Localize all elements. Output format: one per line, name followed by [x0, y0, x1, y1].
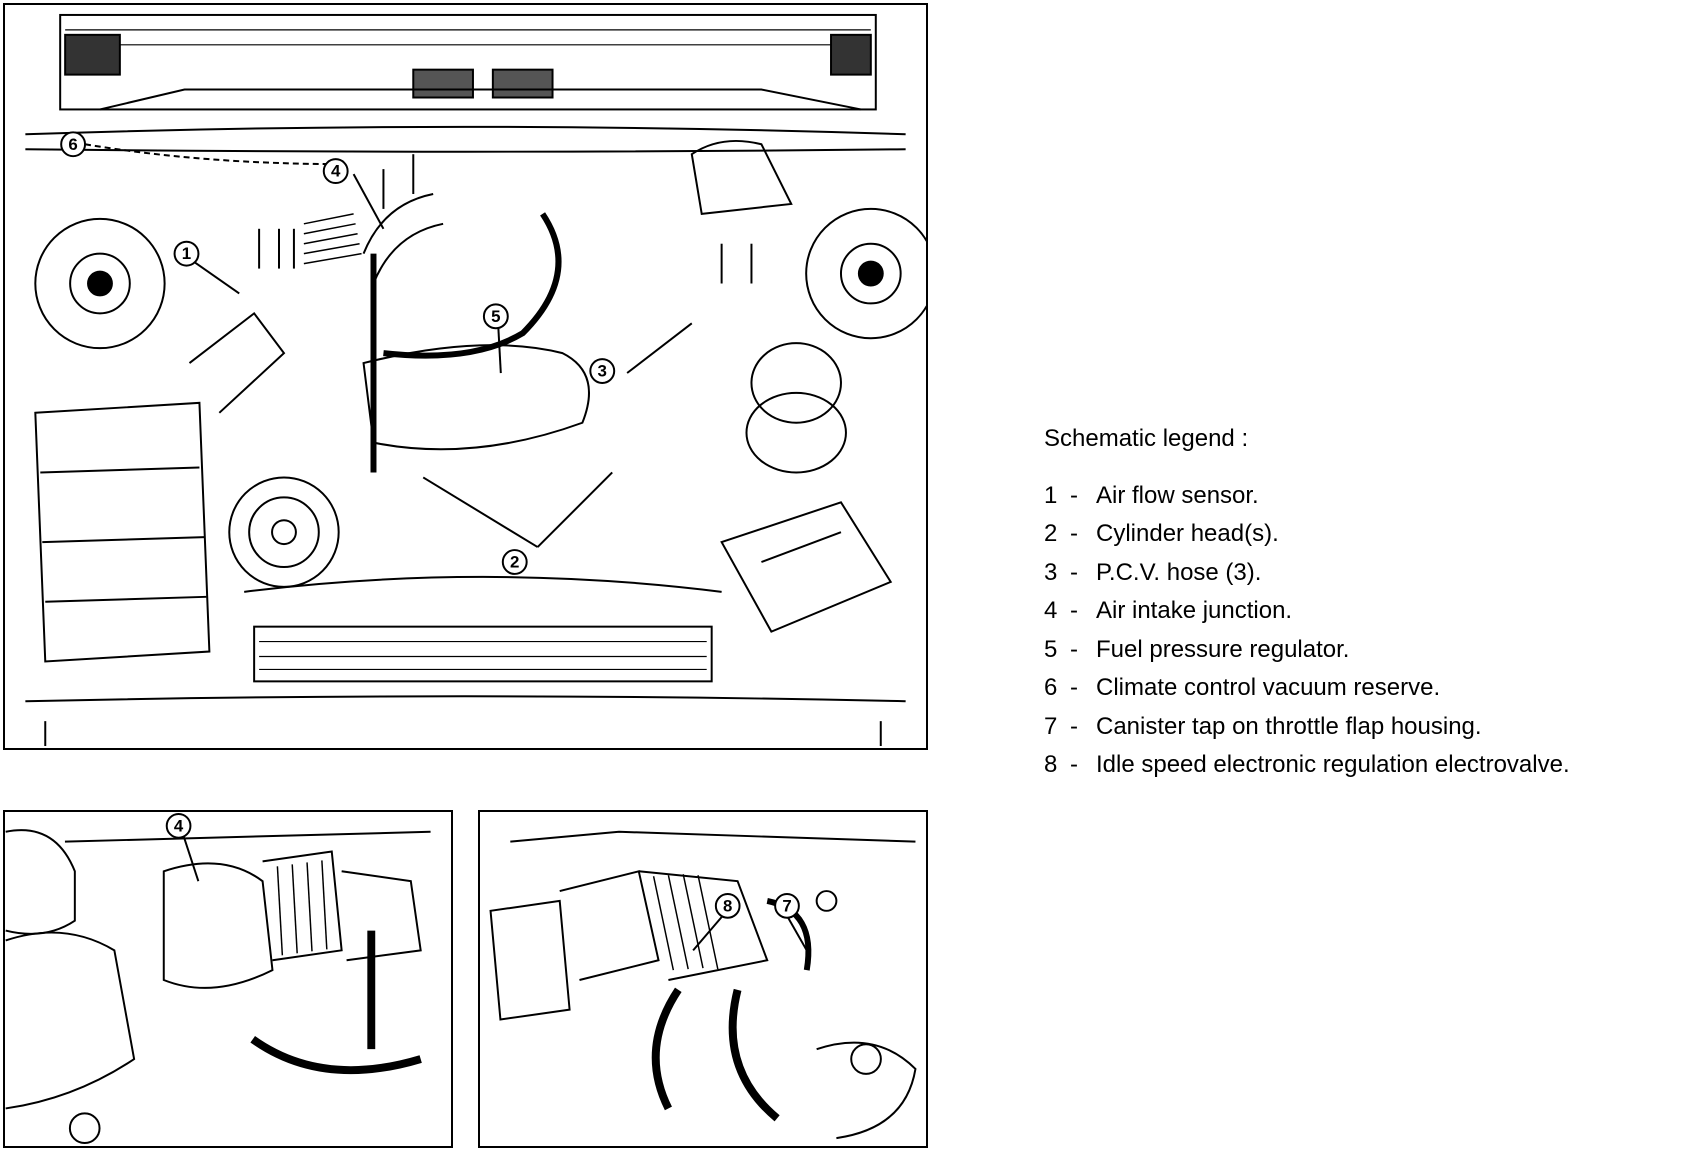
- callout-2-label: 2: [510, 553, 519, 572]
- callout-4: [322, 158, 349, 185]
- legend-separator: -: [1070, 635, 1078, 663]
- legend-item-number: 7: [1044, 712, 1058, 740]
- callout-8: [714, 893, 741, 919]
- callout-5: [482, 303, 509, 330]
- legend-item: 8-Idle speed electronic regulation elect…: [1044, 746, 1570, 785]
- callout-1-label: 1: [182, 244, 191, 263]
- legend-item: 2-Cylinder head(s).: [1044, 515, 1570, 554]
- engine-bay-drawing: [25, 13, 926, 747]
- engine-bay-diagram: 6 4 1 5 3 2: [3, 3, 928, 750]
- legend-separator: -: [1070, 674, 1078, 701]
- legend-item: 6-Climate control vacuum reserve.: [1044, 669, 1570, 708]
- legend-item-text: Cylinder head(s).: [1096, 520, 1279, 547]
- detail-right-drawing: 8 7: [489, 830, 917, 1140]
- legend-item-text: Air intake junction.: [1096, 597, 1293, 624]
- callout-8-label: 8: [723, 896, 732, 915]
- legend-item-number: 8: [1044, 751, 1058, 778]
- legend-item: 7-Canister tap on throttle flap housing.: [1044, 708, 1570, 747]
- legend-item: 1-Air flow sensor.: [1044, 477, 1570, 516]
- legend-item-text: Climate control vacuum reserve.: [1096, 674, 1441, 701]
- legend-separator: -: [1070, 751, 1078, 778]
- legend-item-number: 1: [1044, 481, 1058, 509]
- legend-separator: -: [1070, 597, 1078, 624]
- legend-item-number: 3: [1044, 558, 1058, 586]
- detail-left-drawing: 4: [5, 812, 431, 1145]
- legend-separator: -: [1070, 520, 1078, 547]
- callout-6-label: 6: [68, 135, 77, 154]
- callout-5-label: 5: [491, 307, 500, 326]
- legend-item-text: Air flow sensor.: [1096, 481, 1259, 509]
- legend-item: 4-Air intake junction.: [1044, 592, 1570, 631]
- callout-2: [501, 549, 528, 575]
- callout-7: [774, 893, 800, 919]
- callout-1: [173, 240, 200, 267]
- legend-item-number: 5: [1044, 635, 1058, 663]
- legend-item-text: Idle speed electronic regulation electro…: [1096, 751, 1570, 778]
- legend-title: Schematic legend :: [1044, 425, 1249, 452]
- legend-item-text: Canister tap on throttle flap housing.: [1096, 712, 1482, 740]
- detail-view-right: 8 7: [478, 810, 928, 1148]
- callout-3: [589, 358, 616, 384]
- legend-item-text: P.C.V. hose (3).: [1096, 558, 1262, 586]
- schematic-legend: Schematic legend : 1-Air flow sensor. 2-…: [1044, 420, 1570, 785]
- legend-item-text: Fuel pressure regulator.: [1096, 635, 1350, 663]
- legend-item: 3-P.C.V. hose (3).: [1044, 554, 1570, 593]
- legend-item-number: 4: [1044, 597, 1058, 624]
- legend-separator: -: [1070, 712, 1078, 740]
- main-callouts: 6 4 1 5 3 2: [60, 131, 616, 575]
- legend-separator: -: [1070, 481, 1078, 509]
- callout-6: [60, 131, 87, 158]
- callout-7-label: 7: [782, 896, 791, 915]
- legend-item: 5-Fuel pressure regulator.: [1044, 631, 1570, 670]
- callout-3-label: 3: [598, 362, 607, 381]
- callout-4-detail: [165, 812, 192, 839]
- callout-4-label: 4: [331, 162, 341, 181]
- legend-item-number: 2: [1044, 520, 1058, 547]
- legend-separator: -: [1070, 558, 1078, 586]
- detail-view-left: 4: [3, 810, 453, 1148]
- legend-item-number: 6: [1044, 674, 1058, 701]
- callout-4-detail-label: 4: [174, 816, 184, 835]
